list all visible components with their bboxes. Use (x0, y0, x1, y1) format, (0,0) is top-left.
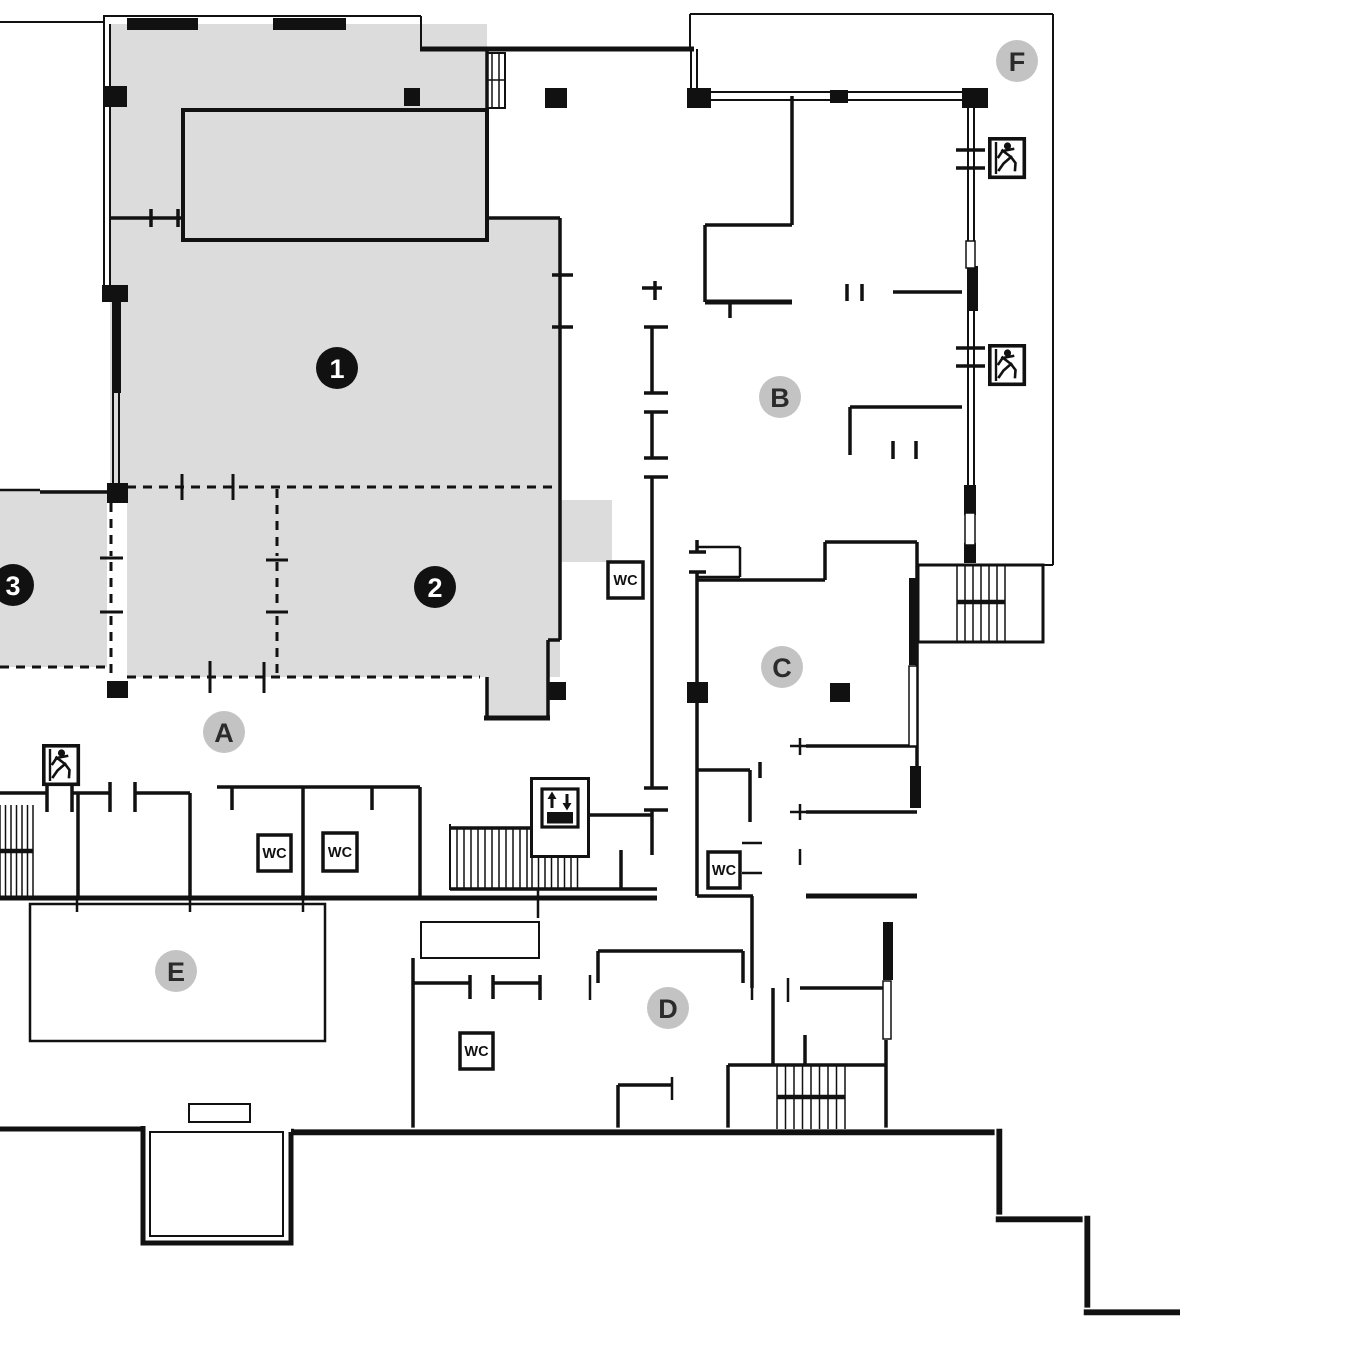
zone-marker-label: E (167, 957, 185, 987)
wc-label: WC (712, 863, 737, 879)
upper-room-area (181, 108, 489, 242)
emergency-exit-icon (987, 343, 1027, 387)
wc-label: WC (464, 1044, 489, 1060)
wc-room: WC (606, 560, 645, 600)
zone-marker-zone-c: C (761, 646, 803, 688)
zone-3-area (0, 490, 107, 667)
window-strips (882, 240, 976, 1040)
emergency-exit-icon (41, 743, 81, 787)
wall-layer (0, 13, 1180, 1316)
wc-label: WC (262, 846, 287, 862)
zone-marker-zone-1: 1 (316, 347, 358, 389)
wc-label: WC (328, 845, 353, 861)
zone-marker-zone-3: 3 (0, 564, 34, 606)
zone-marker-label: 3 (5, 571, 20, 601)
zone-2-area (127, 487, 612, 716)
zone-marker-label: C (772, 653, 792, 683)
zone-marker-label: B (770, 383, 790, 413)
zone-marker-label: A (214, 718, 234, 748)
zone-marker-label: 2 (427, 573, 442, 603)
zone-marker-layer: 1 2 3A B C D E F (0, 40, 1038, 1029)
zone-boundary-dashed-lines (0, 474, 560, 693)
elevator-icon (529, 776, 591, 859)
zone-marker-zone-b: B (759, 376, 801, 418)
wc-room: WC (256, 833, 293, 873)
elevator-icon-layer (529, 776, 591, 859)
wc-room-layer: WC WC WC WC WC (256, 560, 742, 1071)
small-stair-top (486, 52, 506, 109)
stairs-below-elevator (531, 858, 579, 888)
zone-marker-zone-e: E (155, 950, 197, 992)
wc-room: WC (706, 850, 742, 890)
emergency-exit-icon (987, 137, 1027, 180)
stairs-layer (0, 52, 1006, 1129)
zone-marker-zone-2: 2 (414, 566, 456, 608)
structural-columns (102, 18, 988, 980)
wc-label: WC (613, 573, 638, 589)
stairs-center (456, 828, 528, 889)
zone-fill-areas (0, 24, 612, 716)
zone-marker-label: D (658, 994, 678, 1024)
zone-marker-zone-f: F (996, 40, 1038, 82)
wc-room: WC (458, 1031, 495, 1071)
wc-room: WC (321, 831, 359, 873)
zone-marker-label: 1 (329, 354, 344, 384)
zone-marker-zone-a: A (203, 711, 245, 753)
zone-marker-zone-d: D (647, 987, 689, 1029)
zone-marker-label: F (1009, 47, 1026, 77)
